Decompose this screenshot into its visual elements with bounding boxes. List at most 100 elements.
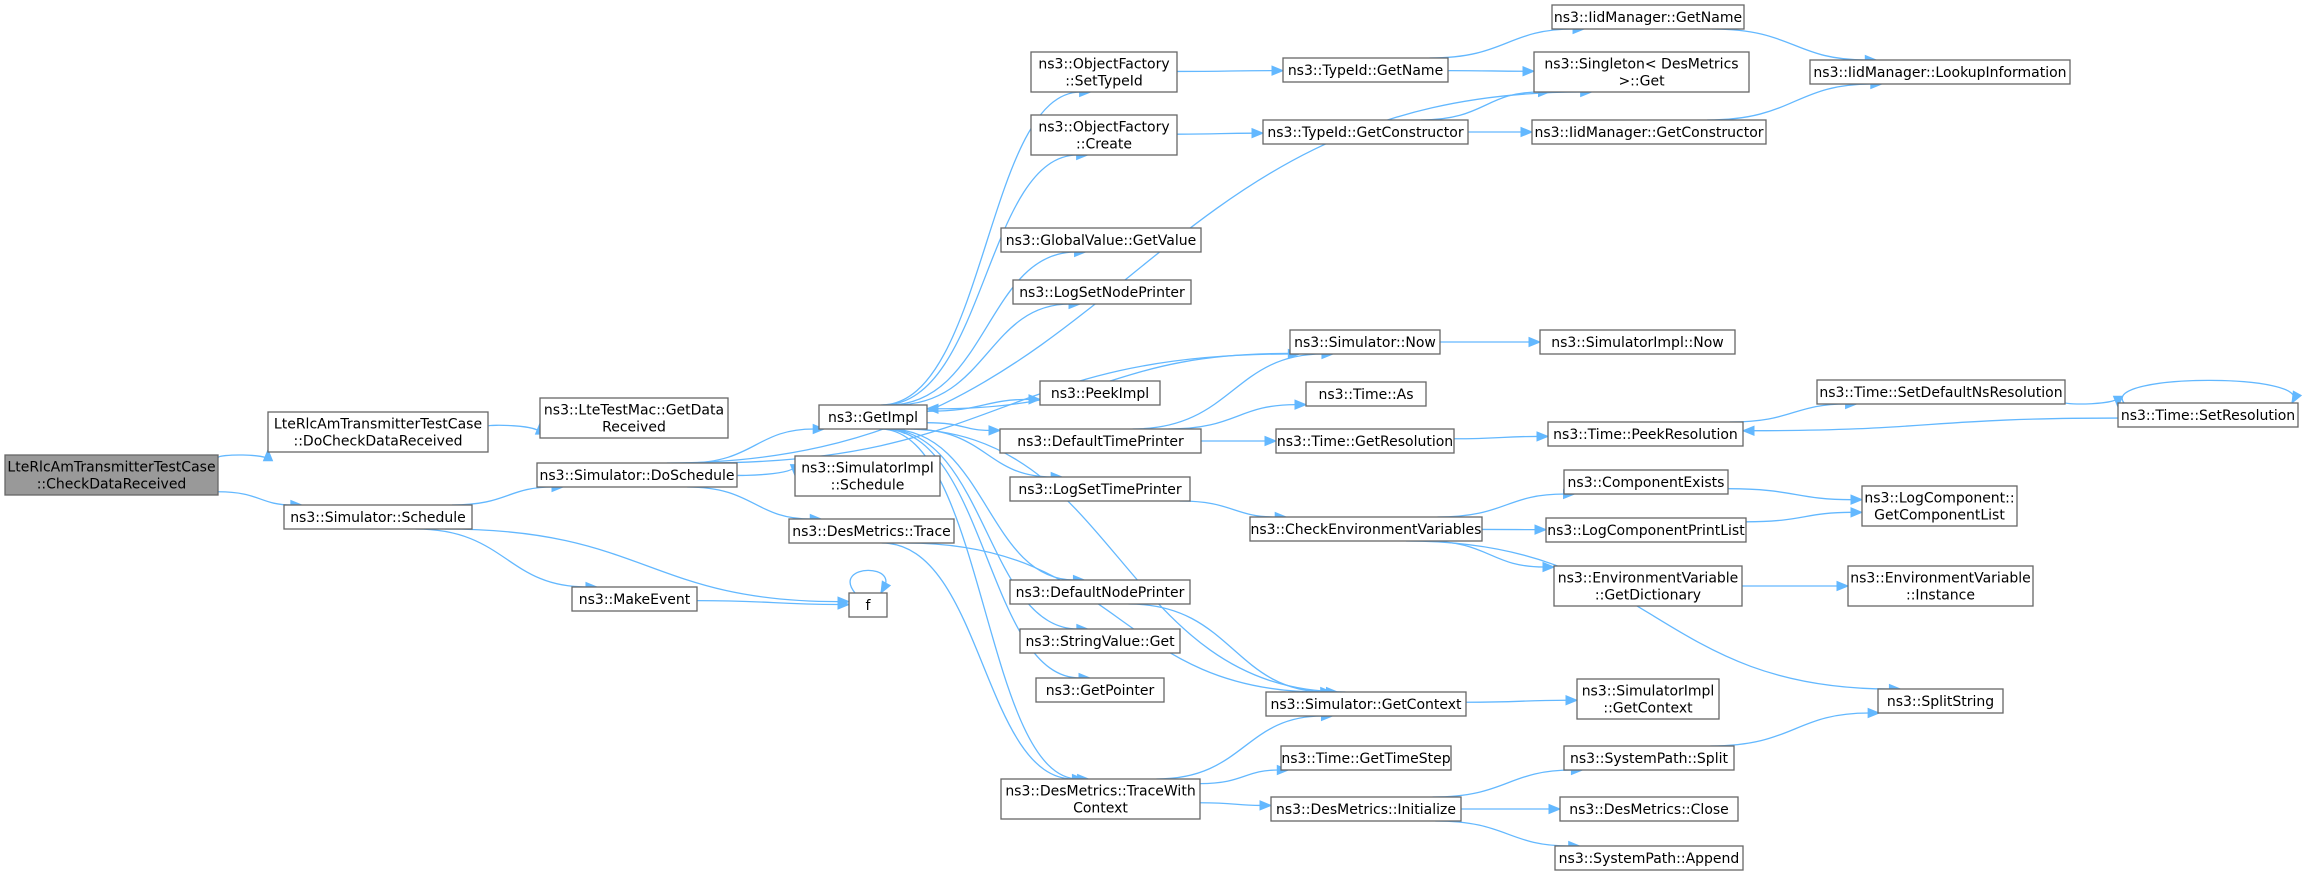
arrowhead-icon	[1294, 399, 1308, 410]
edge-line	[880, 428, 1079, 780]
node-globalvalue[interactable]: ns3::GlobalValue::GetValue	[1000, 227, 1202, 253]
node-gettimestep[interactable]: ns3::Time::GetTimeStep	[1280, 745, 1452, 771]
node-label: ns3::Simulator::DoSchedule	[540, 468, 735, 484]
node-setdefaultns[interactable]: ns3::Time::SetDefaultNsResolution	[1816, 379, 2066, 405]
node-label: ns3::IidManager::GetConstructor	[1534, 125, 1763, 141]
node-label: ns3::Time::As	[1318, 387, 1413, 403]
edge-setdefaultns-to-setres	[2064, 395, 2124, 409]
node-label: ns3::Simulator::Now	[1294, 335, 1436, 351]
node-label: ns3::Singleton< DesMetrics	[1544, 57, 1738, 73]
edge-checkenv-to-envdict	[1425, 540, 1556, 573]
node-label: ns3::SimulatorImpl	[1582, 684, 1715, 700]
node-iidlookup[interactable]: ns3::IidManager::LookupInformation	[1809, 59, 2071, 85]
node-schedule[interactable]: ns3::Simulator::Schedule	[283, 504, 473, 530]
node-iidgetctor[interactable]: ns3::IidManager::GetConstructor	[1531, 119, 1767, 145]
node-box	[283, 504, 473, 530]
node-create[interactable]: ns3::ObjectFactory::Create	[1030, 114, 1178, 156]
node-checkenv[interactable]: ns3::CheckEnvironmentVariables	[1249, 516, 1483, 542]
node-timegetres[interactable]: ns3::Time::GetResolution	[1275, 428, 1455, 454]
node-setTypeId[interactable]: ns3::ObjectFactory::SetTypeId	[1030, 51, 1178, 93]
edge-line	[885, 428, 1078, 630]
nodes-layer: LteRlcAmTransmitterTestCase::CheckDataRe…	[4, 4, 2299, 871]
node-label: ns3::DesMetrics::Trace	[792, 524, 951, 540]
node-box	[1030, 114, 1178, 156]
node-splitstring[interactable]: ns3::SplitString	[1877, 688, 2004, 714]
arrowhead-icon	[1536, 431, 1550, 442]
node-label: ns3::LogComponent::	[1864, 491, 2014, 507]
node-label: ::GetDictionary	[1595, 588, 1701, 604]
edge-line	[487, 424, 541, 434]
arrowhead-icon	[2112, 395, 2124, 409]
node-lognodeprinter[interactable]: ns3::LogSetNodePrinter	[1012, 279, 1192, 305]
node-box	[794, 455, 941, 497]
node-compexists[interactable]: ns3::ComponentExists	[1563, 469, 1729, 495]
node-box	[1030, 51, 1178, 93]
node-logcompprint[interactable]: ns3::LogComponentPrintList	[1545, 517, 1747, 543]
node-simgetcontext[interactable]: ns3::Simulator::GetContext	[1265, 691, 1467, 717]
node-label: ns3::SimulatorImpl	[801, 461, 934, 477]
edge-line	[217, 491, 292, 506]
node-syssplit[interactable]: ns3::SystemPath::Split	[1563, 745, 1735, 771]
node-envinstance[interactable]: ns3::EnvironmentVariable::Instance	[1847, 565, 2034, 607]
node-iidgetname[interactable]: ns3::IidManager::GetName	[1551, 4, 1745, 30]
node-typeidgetname[interactable]: ns3::TypeId::GetName	[1282, 57, 1449, 83]
edge-line	[1453, 435, 1539, 440]
node-box	[1563, 469, 1729, 495]
node-desinit[interactable]: ns3::DesMetrics::Initialize	[1270, 796, 1462, 822]
node-getpointer[interactable]: ns3::GetPointer	[1035, 677, 1165, 703]
arrowhead-icon	[925, 403, 939, 415]
node-box	[1563, 745, 1735, 771]
node-box	[1019, 628, 1181, 654]
edge-line	[1156, 715, 1323, 780]
node-label: ns3::IidManager::LookupInformation	[1813, 65, 2066, 81]
node-box	[4, 454, 219, 496]
arrowhead-icon	[837, 599, 851, 610]
node-simimplschedule[interactable]: ns3::SimulatorImpl::Schedule	[794, 455, 941, 497]
node-timeas[interactable]: ns3::Time::As	[1305, 381, 1427, 407]
node-singleton[interactable]: ns3::Singleton< DesMetrics>::Get	[1533, 51, 1750, 93]
node-makeevent[interactable]: ns3::MakeEvent	[571, 586, 698, 612]
node-simnow[interactable]: ns3::Simulator::Now	[1289, 329, 1441, 355]
edge-line	[903, 428, 1346, 693]
node-doschedule[interactable]: ns3::Simulator::DoSchedule	[536, 462, 738, 488]
arrowhead-icon	[1850, 494, 1864, 505]
node-box	[1861, 485, 2018, 527]
edge-line	[1745, 511, 1853, 523]
node-stringvalue[interactable]: ns3::StringValue::Get	[1019, 628, 1181, 654]
node-typeidgetctor[interactable]: ns3::TypeId::GetConstructor	[1262, 119, 1469, 145]
edge-line	[1420, 91, 1540, 121]
edge-typeidgetname-to-singleton	[1447, 65, 1536, 77]
node-box	[1559, 796, 1739, 822]
node-box	[1000, 778, 1201, 820]
edge-line	[415, 528, 587, 588]
node-label: ns3::StringValue::Get	[1025, 634, 1175, 650]
arrowhead-icon	[1271, 65, 1285, 76]
node-defaultnodeprinter[interactable]: ns3::DefaultNodePrinter	[1009, 579, 1191, 605]
node-label: ns3::TypeId::GetName	[1288, 63, 1443, 79]
node-logtimeprinter[interactable]: ns3::LogSetTimePrinter	[1009, 476, 1191, 502]
node-box	[536, 462, 738, 488]
edge-line	[666, 91, 1582, 464]
node-peekres[interactable]: ns3::Time::PeekResolution	[1547, 421, 1744, 447]
node-simimplctx[interactable]: ns3::SimulatorImpl::GetContext	[1576, 678, 1720, 720]
node-trace[interactable]: ns3::DesMetrics::Trace	[788, 518, 955, 544]
node-label: ns3::SimulatorImpl::Now	[1551, 335, 1724, 351]
node-getcomplist[interactable]: ns3::LogComponent::GetComponentList	[1861, 485, 2018, 527]
arrowhead-icon	[880, 580, 892, 595]
node-setres[interactable]: ns3::Time::SetResolution	[2117, 402, 2299, 428]
node-getimpl[interactable]: ns3::GetImpl	[818, 404, 928, 430]
node-desclose[interactable]: ns3::DesMetrics::Close	[1559, 796, 1739, 822]
node-simimplnow[interactable]: ns3::SimulatorImpl::Now	[1539, 329, 1736, 355]
node-defaulttimeprinter[interactable]: ns3::DefaultTimePrinter	[999, 428, 1202, 454]
node-envdict[interactable]: ns3::EnvironmentVariable::GetDictionary	[1553, 565, 1743, 607]
node-sysappend[interactable]: ns3::SystemPath::Append	[1554, 845, 1744, 871]
edge-line	[882, 428, 1081, 679]
node-docheck[interactable]: LteRlcAmTransmitterTestCase::DoCheckData…	[267, 411, 489, 453]
node-label: ns3::LogSetNodePrinter	[1019, 285, 1185, 301]
node-label: ns3::MakeEvent	[579, 592, 691, 608]
node-peekimpl[interactable]: ns3::PeekImpl	[1039, 380, 1161, 406]
node-f[interactable]: f	[848, 592, 888, 618]
edge-line	[1128, 603, 1328, 693]
